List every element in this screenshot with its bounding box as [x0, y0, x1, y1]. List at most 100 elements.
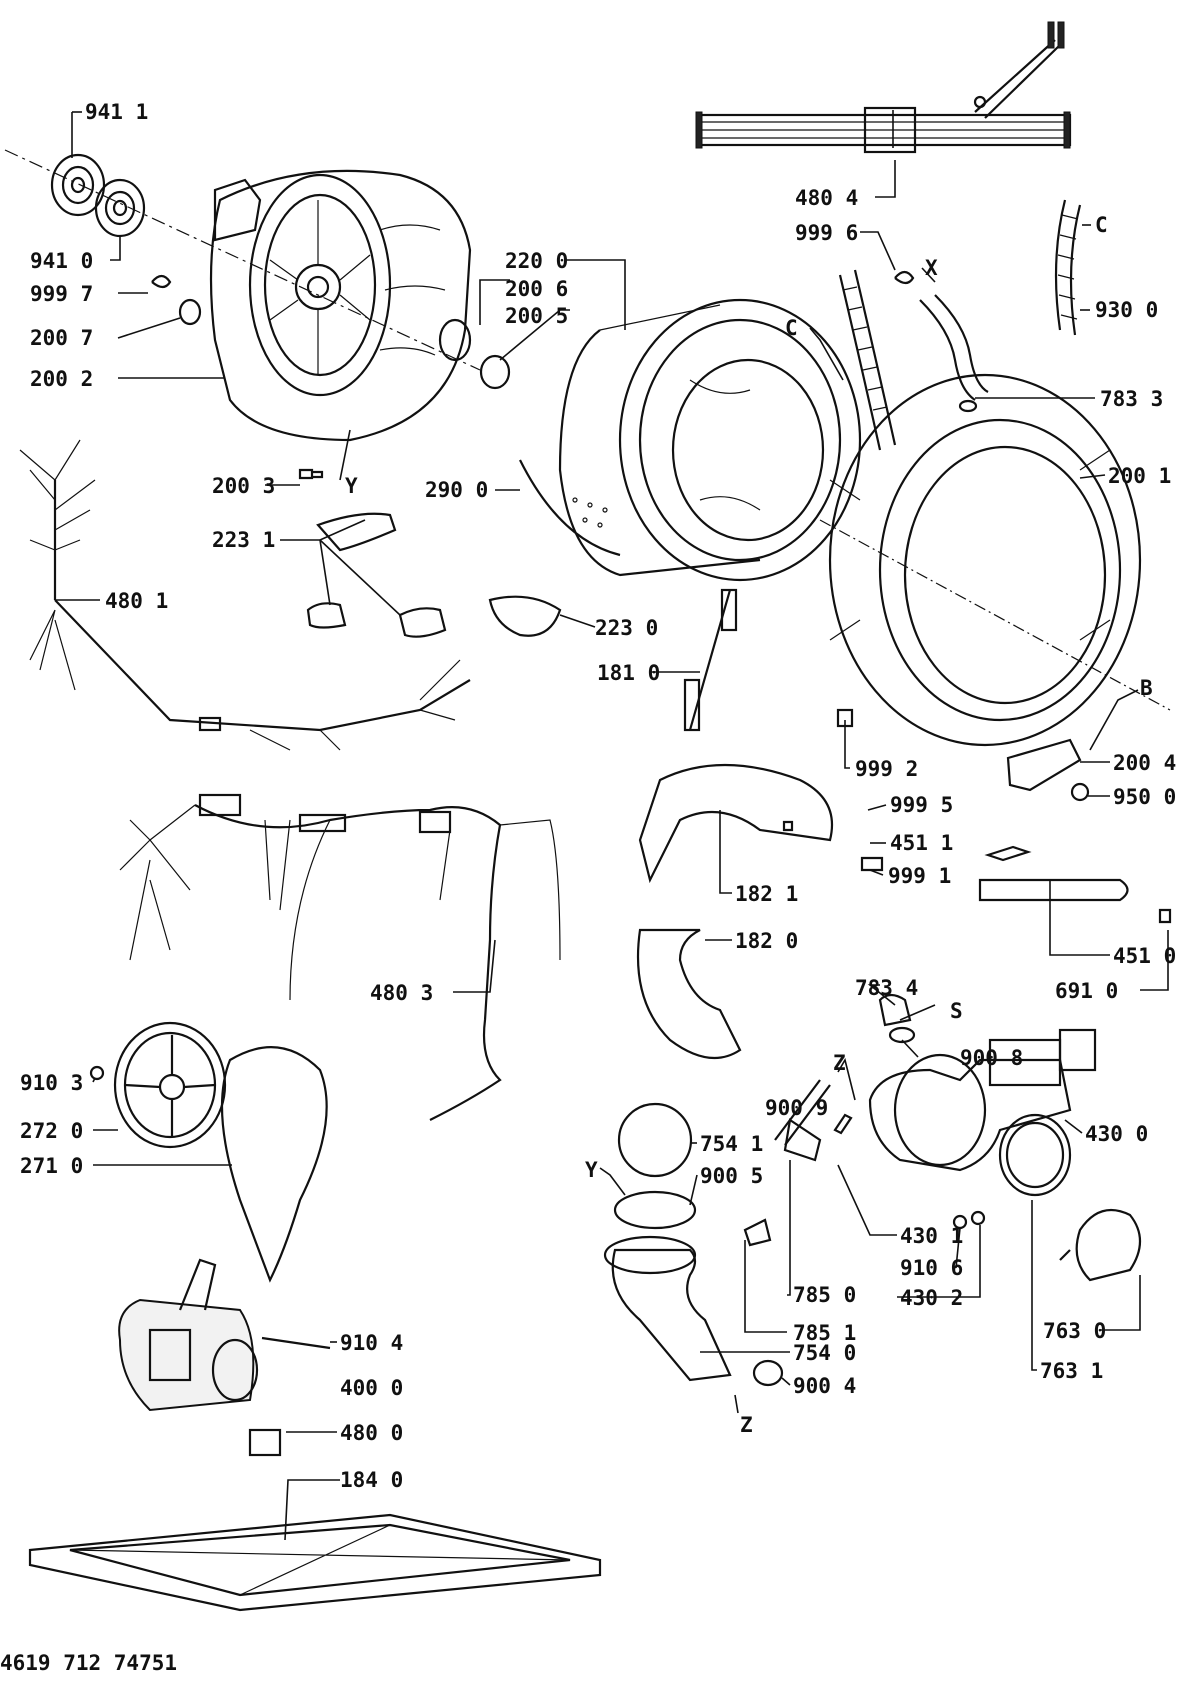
wiring-harness-icon	[19, 439, 471, 751]
label-200-6: 200 6	[505, 277, 568, 301]
label-430-1: 430 1	[900, 1224, 963, 1248]
label-200-3: 200 3	[212, 474, 275, 498]
wiring-harness-icon	[119, 793, 561, 1121]
label-930-0: 930 0	[1095, 298, 1158, 322]
label-272-0: 272 0	[20, 1119, 83, 1143]
label-941-1: 941 1	[85, 100, 148, 124]
damper-strip-icon	[519, 459, 621, 557]
label-999-1: 999 1	[888, 864, 951, 888]
screw-icon	[89, 1065, 105, 1081]
label-z-2: Z	[740, 1413, 753, 1437]
rear-tub-assembly	[4, 149, 481, 480]
seal-ring-icon	[178, 298, 202, 326]
label-950-0: 950 0	[1113, 785, 1176, 809]
disc-icon	[617, 1102, 693, 1178]
label-910-3: 910 3	[20, 1071, 83, 1095]
clamp-icon	[752, 1359, 784, 1387]
label-910-6: 910 6	[900, 1256, 963, 1280]
clip-icon	[1158, 908, 1172, 924]
label-y-2: Y	[585, 1158, 598, 1182]
clamp-ring-icon	[613, 1190, 697, 1230]
belt-icon	[220, 1046, 328, 1283]
connector-icon	[248, 1428, 282, 1457]
label-290-0: 290 0	[425, 478, 488, 502]
bracket-icon	[488, 595, 562, 637]
counterweight-icon	[638, 763, 834, 884]
label-785-0: 785 0	[793, 1283, 856, 1307]
label-b: B	[1140, 676, 1153, 700]
clip-icon	[298, 468, 324, 480]
shock-absorber-icon	[688, 589, 732, 731]
label-200-7: 200 7	[30, 326, 93, 350]
gasket-icon	[998, 1113, 1072, 1197]
leader-lines	[55, 110, 1169, 1541]
label-785-1: 785 1	[793, 1321, 856, 1345]
clip-icon	[151, 274, 172, 289]
label-x: X	[925, 256, 938, 280]
clip-icon	[894, 270, 915, 285]
label-s: S	[950, 999, 963, 1023]
label-220-0: 220 0	[505, 249, 568, 273]
screw-icon	[261, 1336, 331, 1350]
counterweight-icon	[636, 928, 742, 1060]
front-tub-icon	[819, 373, 1171, 747]
hose-icon	[774, 1079, 831, 1146]
label-783-3: 783 3	[1100, 387, 1163, 411]
hose-icon	[838, 269, 897, 451]
drum-icon	[438, 298, 862, 582]
check-valve-icon	[743, 1218, 772, 1247]
label-223-0: 223 0	[595, 616, 658, 640]
label-200-4: 200 4	[1113, 751, 1176, 775]
label-480-3: 480 3	[370, 981, 433, 1005]
label-200-2: 200 2	[30, 367, 93, 391]
label-480-4: 480 4	[795, 186, 858, 210]
label-c-1: C	[1095, 213, 1108, 237]
label-200-1: 200 1	[1108, 464, 1171, 488]
label-451-1: 451 1	[890, 831, 953, 855]
part-labels: 941 1 941 0 999 7 200 7 200 2 200 3 Y 22…	[0, 100, 1176, 1675]
hose-icon	[919, 294, 989, 401]
seal-ring-icon	[479, 354, 511, 390]
filter-cap-icon	[1059, 1208, 1142, 1282]
rear-tub-icon	[209, 169, 472, 442]
motor-icon	[118, 1258, 259, 1412]
label-900-9: 900 9	[765, 1096, 828, 1120]
hose-icon	[1054, 199, 1082, 336]
label-754-1: 754 1	[700, 1132, 763, 1156]
sump-hose-icon	[611, 1248, 732, 1382]
hose-icon	[783, 1113, 853, 1162]
label-182-1: 182 1	[735, 882, 798, 906]
base-frame-icon	[28, 1513, 602, 1612]
label-691-0: 691 0	[1055, 979, 1118, 1003]
label-182-0: 182 0	[735, 929, 798, 953]
screw-icon	[860, 856, 884, 872]
label-184-0: 184 0	[340, 1468, 403, 1492]
label-754-0: 754 0	[793, 1341, 856, 1365]
pump-icon	[868, 1028, 1097, 1172]
label-900-4: 900 4	[793, 1374, 856, 1398]
label-941-0: 941 0	[30, 249, 93, 273]
bearing-icon	[50, 153, 106, 217]
clip-icon	[782, 820, 794, 832]
label-480-1: 480 1	[105, 589, 168, 613]
wiring-harness-icon	[695, 21, 1072, 154]
screw-icon	[970, 1210, 986, 1226]
label-900-5: 900 5	[700, 1164, 763, 1188]
label-999-5: 999 5	[890, 793, 953, 817]
label-200-5: 200 5	[505, 304, 568, 328]
document-code: 4619 712 74751	[0, 1651, 177, 1675]
label-y-1: Y	[345, 474, 358, 498]
bracket-icon	[316, 512, 397, 552]
sensor-icon	[1006, 738, 1082, 792]
label-999-7: 999 7	[30, 282, 93, 306]
bracket-icon	[398, 607, 447, 638]
label-910-4: 910 4	[340, 1331, 403, 1355]
sensor-icon	[984, 845, 1032, 862]
label-c-2: C	[785, 316, 798, 340]
label-451-0: 451 0	[1113, 944, 1176, 968]
label-999-6: 999 6	[795, 221, 858, 245]
clamp-icon	[888, 1026, 916, 1044]
heater-icon	[978, 878, 1129, 902]
label-223-1: 223 1	[212, 528, 275, 552]
